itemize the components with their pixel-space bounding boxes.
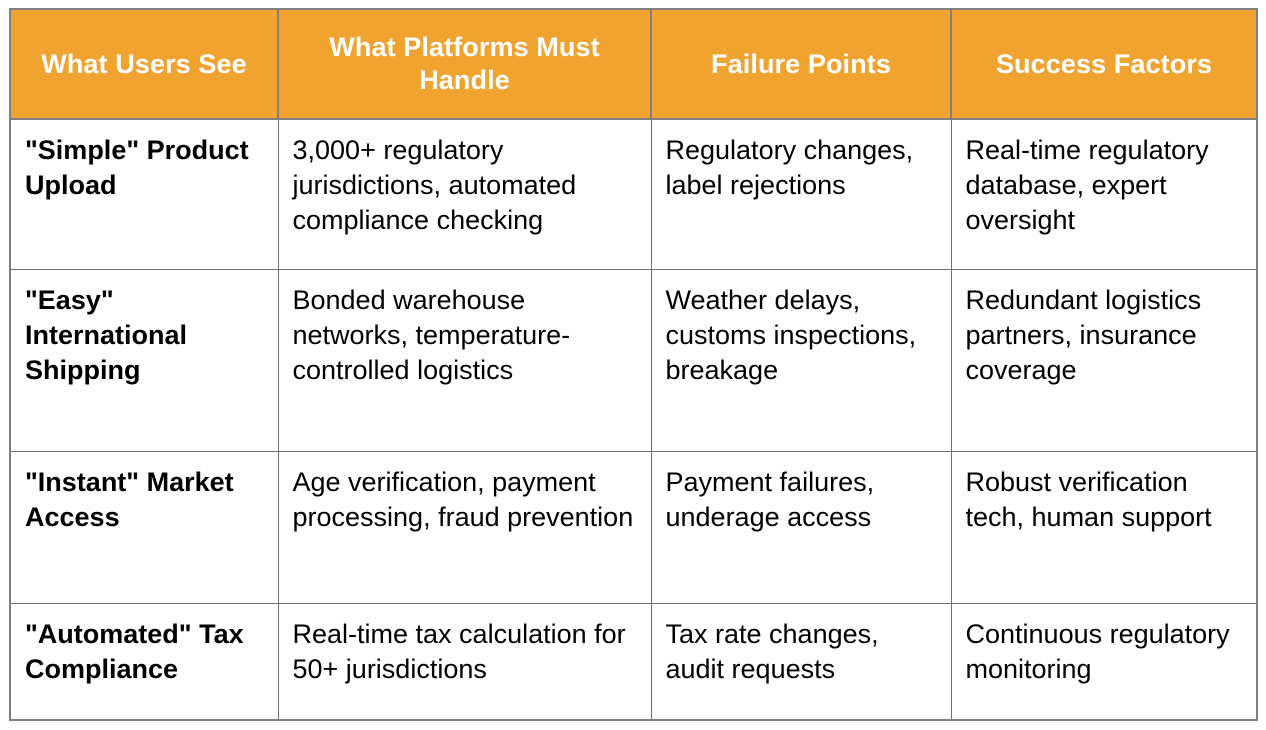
cell-text: Redundant logistics partners, insurance … (965, 284, 1202, 385)
cell-success-factors: Real-time regulatory database, expert ov… (950, 118, 1258, 270)
cell-text: "Easy" International Shipping (25, 284, 188, 385)
column-header-what-users-see: What Users See (9, 8, 279, 120)
table-header: What Users See What Platforms Must Handl… (9, 8, 1258, 120)
cell-platforms-handle: Age verification, payment processing, fr… (277, 450, 652, 604)
cell-text: Tax rate changes, audit requests (665, 618, 879, 684)
column-header-success-factors: Success Factors (950, 8, 1258, 120)
cell-text: Real-time tax calculation for 50+ jurisd… (292, 618, 626, 684)
column-header-failure-points: Failure Points (650, 8, 952, 120)
cell-failure-points: Weather delays, customs inspections, bre… (650, 268, 952, 452)
table-body: "Simple" Product Upload 3,000+ regulator… (9, 118, 1258, 721)
comparison-table: What Users See What Platforms Must Handl… (9, 8, 1258, 721)
cell-text: Real-time regulatory database, expert ov… (965, 135, 1209, 236)
cell-success-factors: Redundant logistics partners, insurance … (950, 268, 1258, 452)
cell-failure-points: Tax rate changes, audit requests (650, 602, 952, 721)
cell-platforms-handle: Real-time tax calculation for 50+ jurisd… (277, 602, 652, 721)
cell-text: Bonded warehouse networks, temperature-c… (292, 284, 571, 385)
header-row: What Users See What Platforms Must Handl… (9, 8, 1258, 120)
column-header-what-platforms-must-handle: What Platforms Must Handle (277, 8, 652, 120)
table-row: "Simple" Product Upload 3,000+ regulator… (9, 118, 1258, 270)
cell-users-see: "Easy" International Shipping (9, 268, 279, 452)
cell-failure-points: Regulatory changes, label rejections (650, 118, 952, 270)
cell-text: Payment failures, underage access (665, 466, 875, 532)
cell-text: Weather delays, customs inspections, bre… (665, 284, 917, 385)
table-row: "Automated" Tax Compliance Real-time tax… (9, 602, 1258, 721)
cell-text: Continuous regulatory monitoring (965, 618, 1230, 684)
cell-text: Regulatory changes, label rejections (665, 135, 914, 201)
cell-success-factors: Continuous regulatory monitoring (950, 602, 1258, 721)
cell-text: Robust verification tech, human support (965, 466, 1212, 532)
cell-failure-points: Payment failures, underage access (650, 450, 952, 604)
cell-text: "Automated" Tax Compliance (25, 618, 244, 684)
cell-users-see: "Instant" Market Access (9, 450, 279, 604)
cell-platforms-handle: 3,000+ regulatory jurisdictions, automat… (277, 118, 652, 270)
cell-text: "Simple" Product Upload (25, 135, 249, 201)
cell-text: 3,000+ regulatory jurisdictions, automat… (292, 135, 577, 236)
table-row: "Easy" International Shipping Bonded war… (9, 268, 1258, 452)
cell-text: Age verification, payment processing, fr… (292, 466, 634, 532)
cell-users-see: "Simple" Product Upload (9, 118, 279, 270)
cell-platforms-handle: Bonded warehouse networks, temperature-c… (277, 268, 652, 452)
cell-success-factors: Robust verification tech, human support (950, 450, 1258, 604)
table-row: "Instant" Market Access Age verification… (9, 450, 1258, 604)
cell-text: "Instant" Market Access (25, 466, 234, 532)
cell-users-see: "Automated" Tax Compliance (9, 602, 279, 721)
